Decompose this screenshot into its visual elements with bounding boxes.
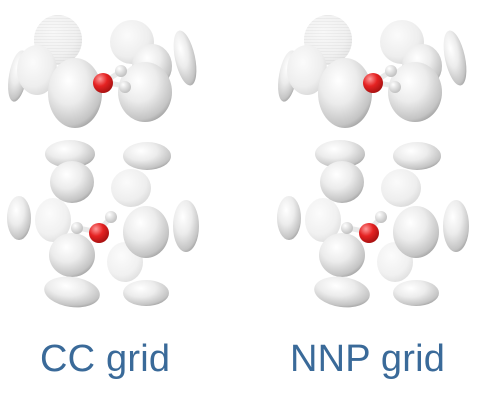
caption-cc-grid: CC grid [40,338,171,380]
caption-nnp-grid: NNP grid [290,338,446,380]
